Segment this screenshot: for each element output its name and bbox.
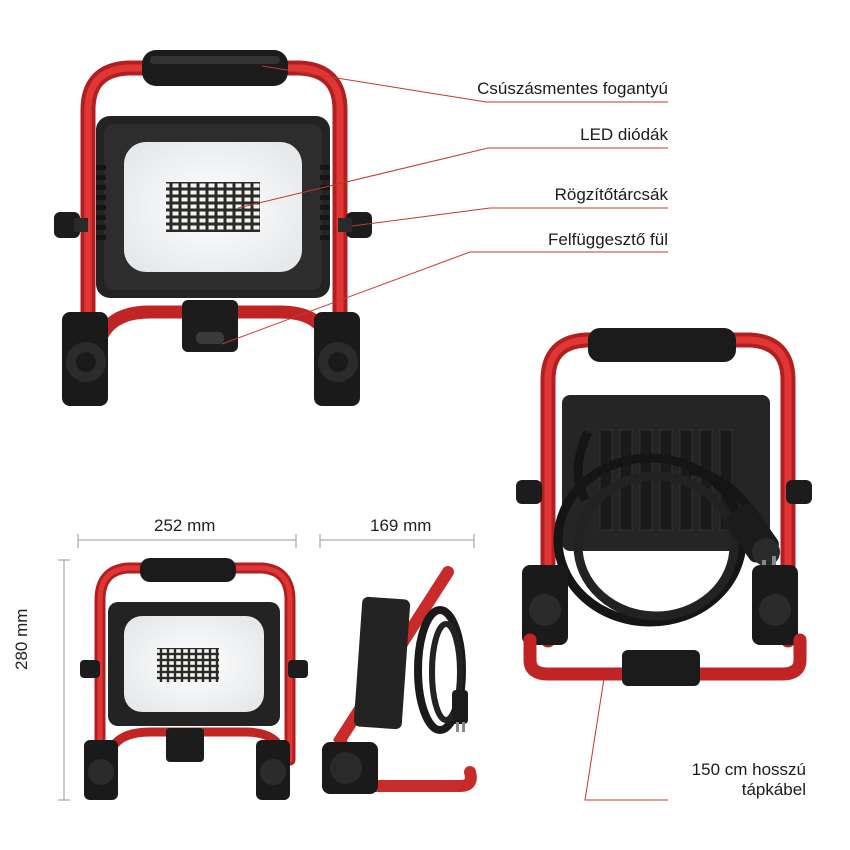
handle-grip-back (588, 328, 736, 362)
knob-left (54, 212, 88, 238)
callout-handle: Csúszásmentes fogantyú (477, 79, 668, 98)
dimension-lines (58, 534, 475, 801)
callout-knobs: Rögzítőtárcsák (554, 185, 668, 204)
callout-led: LED diódák (580, 125, 668, 144)
back-view (516, 328, 812, 686)
callout-hanger: Felfüggesztő fül (547, 230, 668, 249)
front-view-small (80, 558, 308, 800)
callout-cable-line2: tápkábel (741, 780, 806, 799)
bottom-grip (622, 650, 700, 686)
dimension-depth: 169 mm (370, 516, 432, 535)
dimension-width: 252 mm (154, 516, 216, 535)
side-view (322, 566, 477, 794)
callout-leaders (221, 65, 668, 801)
callout-cable-line1: 150 cm hosszú (691, 760, 806, 779)
foot-left (62, 312, 108, 406)
dimension-height: 280 mm (12, 608, 31, 670)
hanging-tab (182, 300, 238, 352)
led-array (166, 182, 260, 232)
handle-grip (142, 50, 288, 86)
foot-right (314, 312, 360, 406)
power-plug (725, 503, 780, 572)
front-view-large (54, 50, 372, 406)
